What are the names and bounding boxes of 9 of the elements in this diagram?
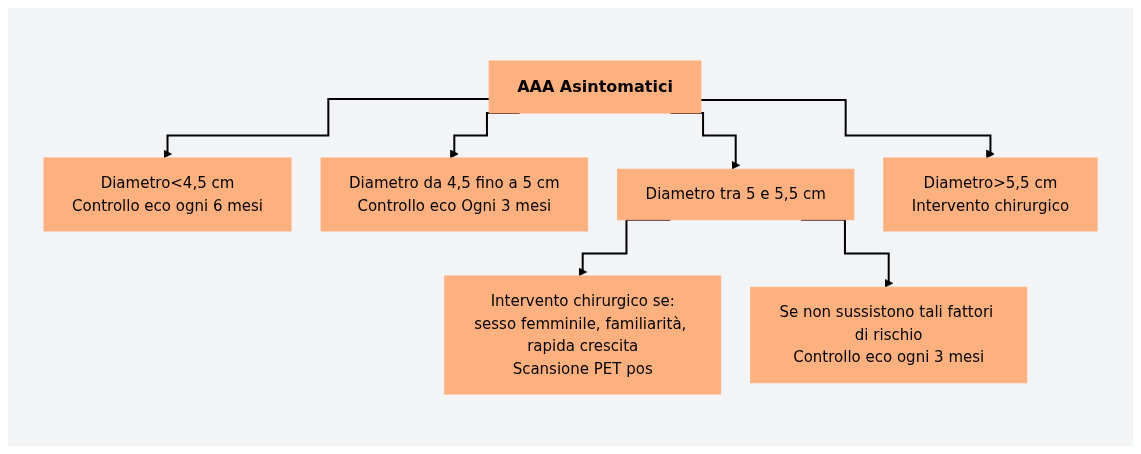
node-box: Diametro>5,5 cm Intervento chirurgico bbox=[883, 157, 1098, 231]
arrow bbox=[163, 97, 491, 158]
node-box: Diametro da 4,5 fino a 5 cm Controllo eco Ogni 3 mesi bbox=[320, 157, 589, 231]
node-box: Diametro tra 5 e 5,5 cm bbox=[617, 168, 855, 220]
node-box: AAA Asintomatici bbox=[488, 60, 702, 113]
node-box: Se non sussistono tali fattori di rischio Controllo eco ogni 3 mesi bbox=[750, 286, 1028, 383]
node-box: Diametro<4,5 cm Controllo eco ogni 6 mesi bbox=[43, 157, 292, 231]
node-box: Intervento chirurgico se: sesso femminile, familiarità, rapida crescita Scansione PET pos bbox=[444, 275, 722, 394]
arrow bbox=[699, 98, 995, 158]
